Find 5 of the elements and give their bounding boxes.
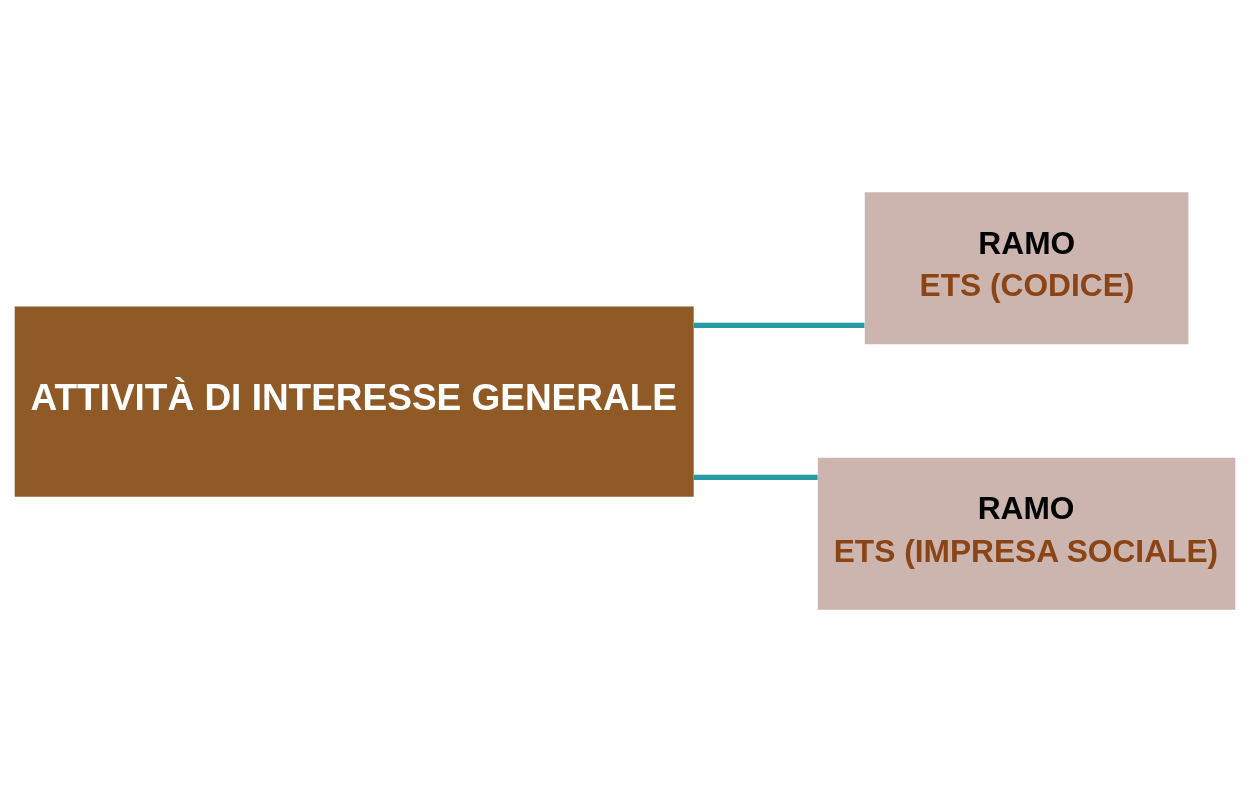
node-box: ATTIVITÀ DI INTERESSE GENERALE (14, 306, 694, 497)
node-box: RAMO ETS (IMPRESA SOCIALE) (817, 457, 1236, 610)
connector (693, 474, 818, 480)
node-box: RAMO ETS (CODICE) (864, 192, 1189, 345)
connector (693, 322, 865, 328)
